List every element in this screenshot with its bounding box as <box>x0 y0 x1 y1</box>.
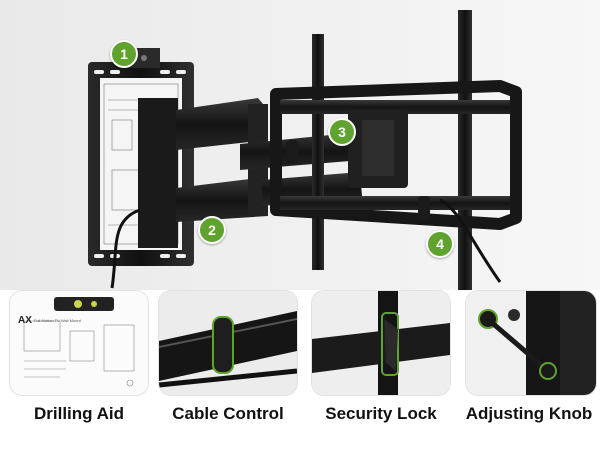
drilling-aid-label: Drilling Aid <box>33 404 125 423</box>
security-lock-label: Security Lock <box>325 404 437 423</box>
template-brand: AX <box>18 315 32 326</box>
tv-wall-mount-drawing <box>0 0 600 290</box>
callout-1-badge: 1 <box>110 40 138 68</box>
drilling-template-image <box>10 291 148 395</box>
adjusting-knob-image <box>466 291 596 395</box>
callout-3-badge: 3 <box>328 118 356 146</box>
product-illustration: 1 2 3 4 <box>0 0 600 290</box>
callout-2-badge: 2 <box>198 216 226 244</box>
template-title: Full Motion TV Wall Mount <box>34 318 81 323</box>
security-lock-tile <box>312 291 450 395</box>
tv-bracket <box>270 10 522 290</box>
cable-control-image <box>159 291 297 395</box>
drilling-aid-tile: AX Full Motion TV Wall Mount <box>10 291 148 395</box>
cable-control-label: Cable Control <box>172 404 284 423</box>
adjusting-knob-label: Adjusting Knob <box>465 404 593 423</box>
adjusting-knob-tile <box>466 291 596 395</box>
security-lock-image <box>312 291 450 395</box>
callout-4-badge: 4 <box>426 230 454 258</box>
cable-control-tile <box>159 291 297 395</box>
